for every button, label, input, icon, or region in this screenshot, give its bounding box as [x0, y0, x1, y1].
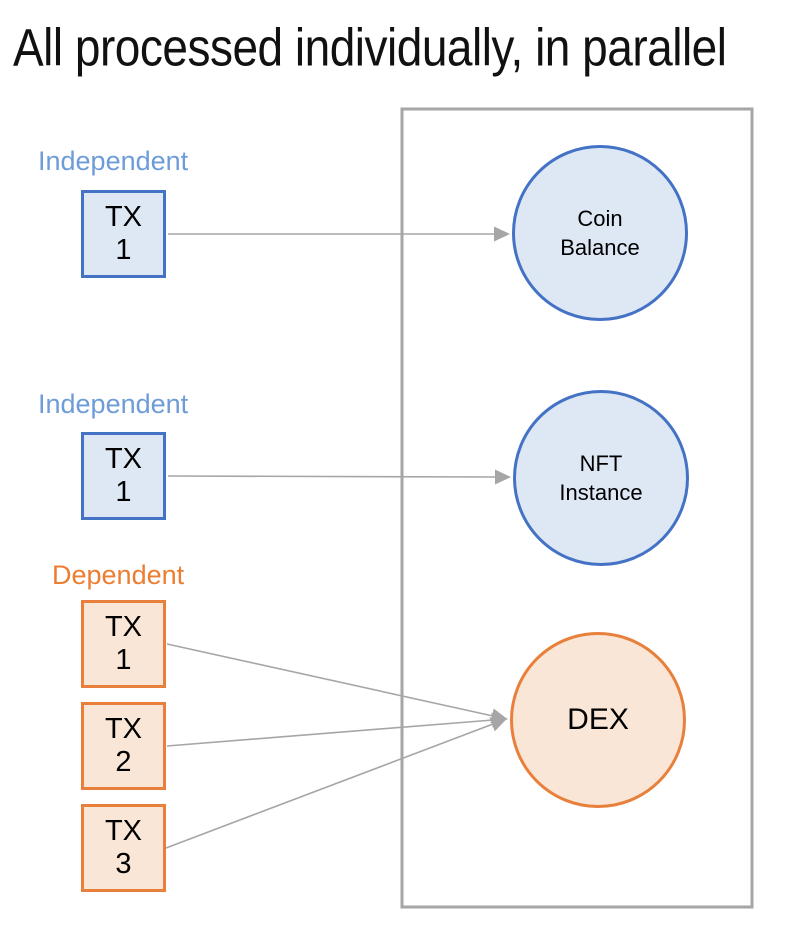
group-label-dependent: Dependent: [52, 560, 185, 590]
tx-box-line1: TX: [104, 443, 143, 475]
tx-box-line2: 1: [115, 644, 132, 676]
node-label-line1: Coin: [577, 206, 623, 231]
group-label-independent-1: Independent: [38, 146, 189, 176]
state-node-coin-balance: Coin Balance: [512, 145, 688, 321]
node-label-line1: NFT: [579, 451, 623, 476]
tx-box-line2: 2: [115, 746, 132, 778]
tx-box-line1: TX: [104, 713, 143, 745]
page-title: All processed individually, in parallel: [13, 17, 727, 77]
tx-box-dependent-3: TX 3: [81, 804, 166, 892]
tx-box-line1: TX: [104, 201, 143, 233]
connector-independent2-to-nft-instance: [167, 469, 511, 485]
connector-dependent-tx3-to-dex: [165, 717, 508, 849]
parallel-frame: [400, 107, 754, 909]
tx-box-independent-1: TX 1: [81, 190, 166, 278]
tx-box-line2: 1: [115, 234, 132, 266]
state-node-nft-instance: NFT Instance: [513, 390, 689, 566]
connector-dependent-tx2-to-dex: [166, 712, 508, 747]
group-label-independent-2: Independent: [38, 389, 189, 419]
tx-box-line1: TX: [104, 815, 143, 847]
tx-box-dependent-2: TX 2: [81, 702, 166, 790]
tx-box-line2: 1: [115, 476, 132, 508]
state-node-dex: DEX: [510, 632, 686, 808]
tx-box-dependent-1: TX 1: [81, 600, 166, 688]
tx-box-line2: 3: [115, 848, 132, 880]
tx-box-independent-2: TX 1: [81, 432, 166, 520]
node-label-line2: Instance: [559, 480, 643, 505]
tx-box-line1: TX: [104, 611, 143, 643]
node-label: DEX: [567, 703, 629, 736]
connector-dependent-tx1-to-dex: [166, 643, 508, 724]
node-label-line2: Balance: [560, 235, 640, 260]
